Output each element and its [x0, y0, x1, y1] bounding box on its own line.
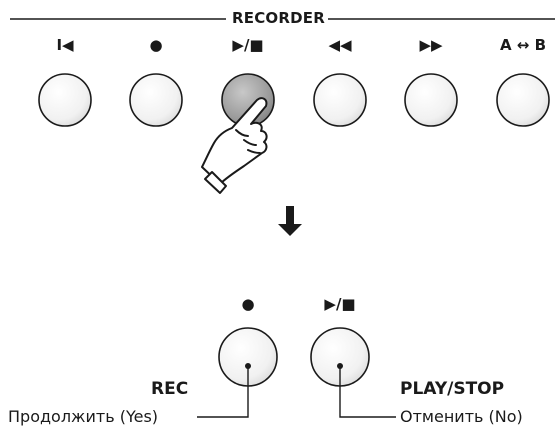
rec-symbol-icon: ● — [241, 295, 255, 313]
record-button[interactable] — [129, 73, 183, 127]
reset-icon: I◀ — [56, 36, 74, 54]
down-arrow-icon — [278, 206, 302, 236]
play-stop-symbol-icon: ▶/■ — [324, 295, 356, 313]
play-stop-icon: ▶/■ — [232, 36, 264, 54]
fast-forward-icon: ▶▶ — [419, 36, 443, 54]
fast-forward-button[interactable] — [404, 73, 458, 127]
pointing-hand-icon — [201, 97, 268, 194]
ab-repeat-icon: A ↔ B — [499, 36, 547, 54]
play-stop-label: PLAY/STOP — [400, 379, 505, 399]
reset-button[interactable] — [38, 73, 92, 127]
rewind-button[interactable] — [313, 73, 367, 127]
ab-repeat-button[interactable] — [496, 73, 550, 127]
rec-label: REC — [151, 379, 189, 399]
recorder-title: RECORDER — [232, 9, 325, 27]
record-icon: ● — [149, 36, 163, 54]
leader-lines — [197, 363, 396, 418]
play-stop-action-label: Отменить (No) — [400, 407, 523, 426]
bottom-button-row — [218, 327, 370, 387]
rec-action-label: Продолжить (Yes) — [8, 407, 159, 426]
rewind-icon: ◀◀ — [328, 36, 352, 54]
top-button-row — [38, 73, 550, 127]
